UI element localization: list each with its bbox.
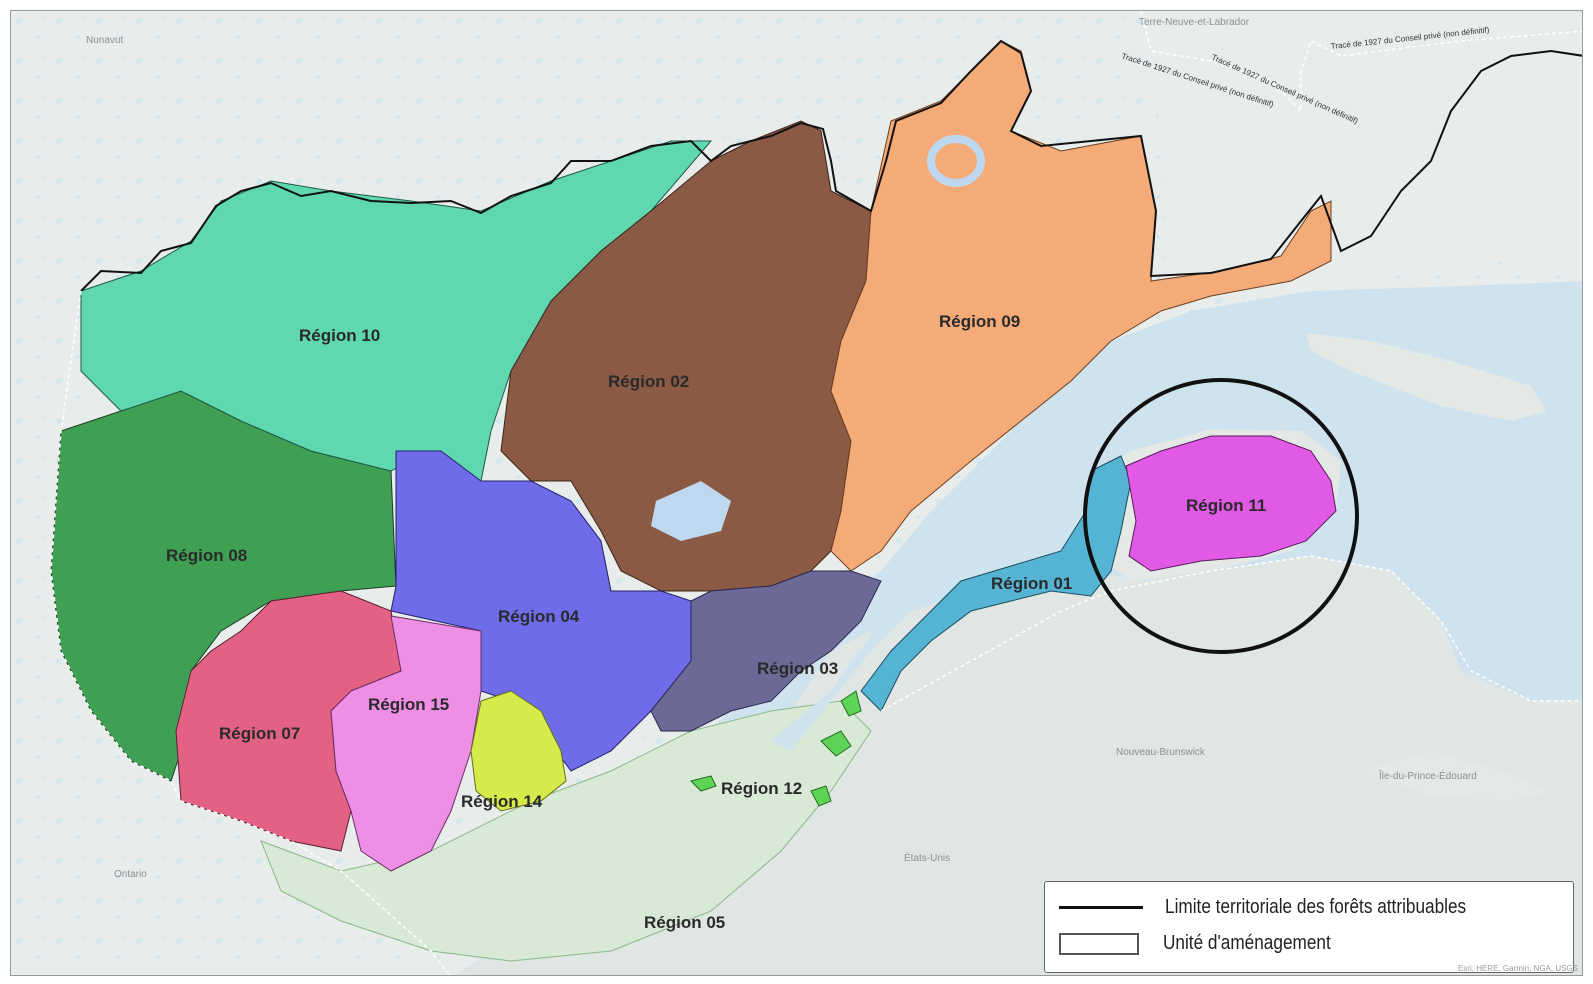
region-label-08: Région 08 <box>166 546 247 565</box>
region-12-area[interactable] <box>690 690 862 807</box>
region-label-07: Région 07 <box>219 724 300 743</box>
region-label-05: Région 05 <box>644 913 725 932</box>
map-legend: Limite territoriale des forêts attribuab… <box>1044 881 1574 973</box>
border-south-dotted <box>880 555 1582 712</box>
region-label-11: Région 11 <box>1186 496 1266 515</box>
region-label-10: Région 10 <box>299 326 380 345</box>
map-attribution: Esri, HERE, Garmin, NGA, USGS <box>1457 964 1578 973</box>
region-05-area[interactable] <box>260 700 872 962</box>
provincial-boundary <box>50 290 451 975</box>
legend-item-management-unit: Unité d'aménagement <box>1059 932 1358 955</box>
region-label-03: Région 03 <box>757 659 838 678</box>
manicouagan-reservoir <box>927 135 985 187</box>
place-label-ile-pe: Île-du-Prince-Édouard <box>1378 769 1477 782</box>
region-14-area[interactable] <box>470 690 567 812</box>
legend-label: Limite territoriale des forêts attribuab… <box>1165 896 1467 918</box>
legend-item-territory-limit: Limite territoriale des forêts attribuab… <box>1059 896 1515 919</box>
lake-saint-jean <box>651 481 731 541</box>
region-01-area[interactable] <box>860 455 1132 712</box>
map-canvas[interactable]: Région 10 Région 02 Région 09 Région 08 … <box>11 11 1583 976</box>
region-label-15: Région 15 <box>368 695 449 714</box>
anticosti-island <box>1306 333 1546 421</box>
place-label-ontario: Ontario <box>114 869 147 880</box>
region-03-area[interactable] <box>650 570 882 732</box>
pei-island <box>1361 751 1551 801</box>
place-label-etats-unis: États-Unis <box>904 851 950 864</box>
region-15-area[interactable] <box>330 615 482 872</box>
region-label-01: Région 01 <box>991 574 1072 593</box>
place-label-nouveau-brunswick: Nouveau-Brunswick <box>1116 747 1206 758</box>
place-label-labrador: Terre-Neuve-et-Labrador <box>1139 17 1250 28</box>
map-frame[interactable]: Région 10 Région 02 Région 09 Région 08 … <box>10 10 1583 976</box>
place-label-nunavut: Nunavut <box>86 35 123 46</box>
region-label-02: Région 02 <box>608 372 689 391</box>
legend-label: Unité d'aménagement <box>1163 932 1331 954</box>
highlight-circle <box>1083 378 1359 654</box>
region-11-area[interactable] <box>1125 435 1337 572</box>
region-label-04: Région 04 <box>498 607 580 626</box>
legend-box-symbol <box>1059 932 1139 955</box>
forest-territory-limit <box>80 39 1582 292</box>
border-labrador-dotted <box>1140 11 1582 113</box>
region-label-14: Région 14 <box>461 792 543 811</box>
region-label-09: Région 09 <box>939 312 1020 331</box>
legend-line-symbol <box>1059 906 1143 909</box>
region-label-12: Région 12 <box>721 779 802 798</box>
